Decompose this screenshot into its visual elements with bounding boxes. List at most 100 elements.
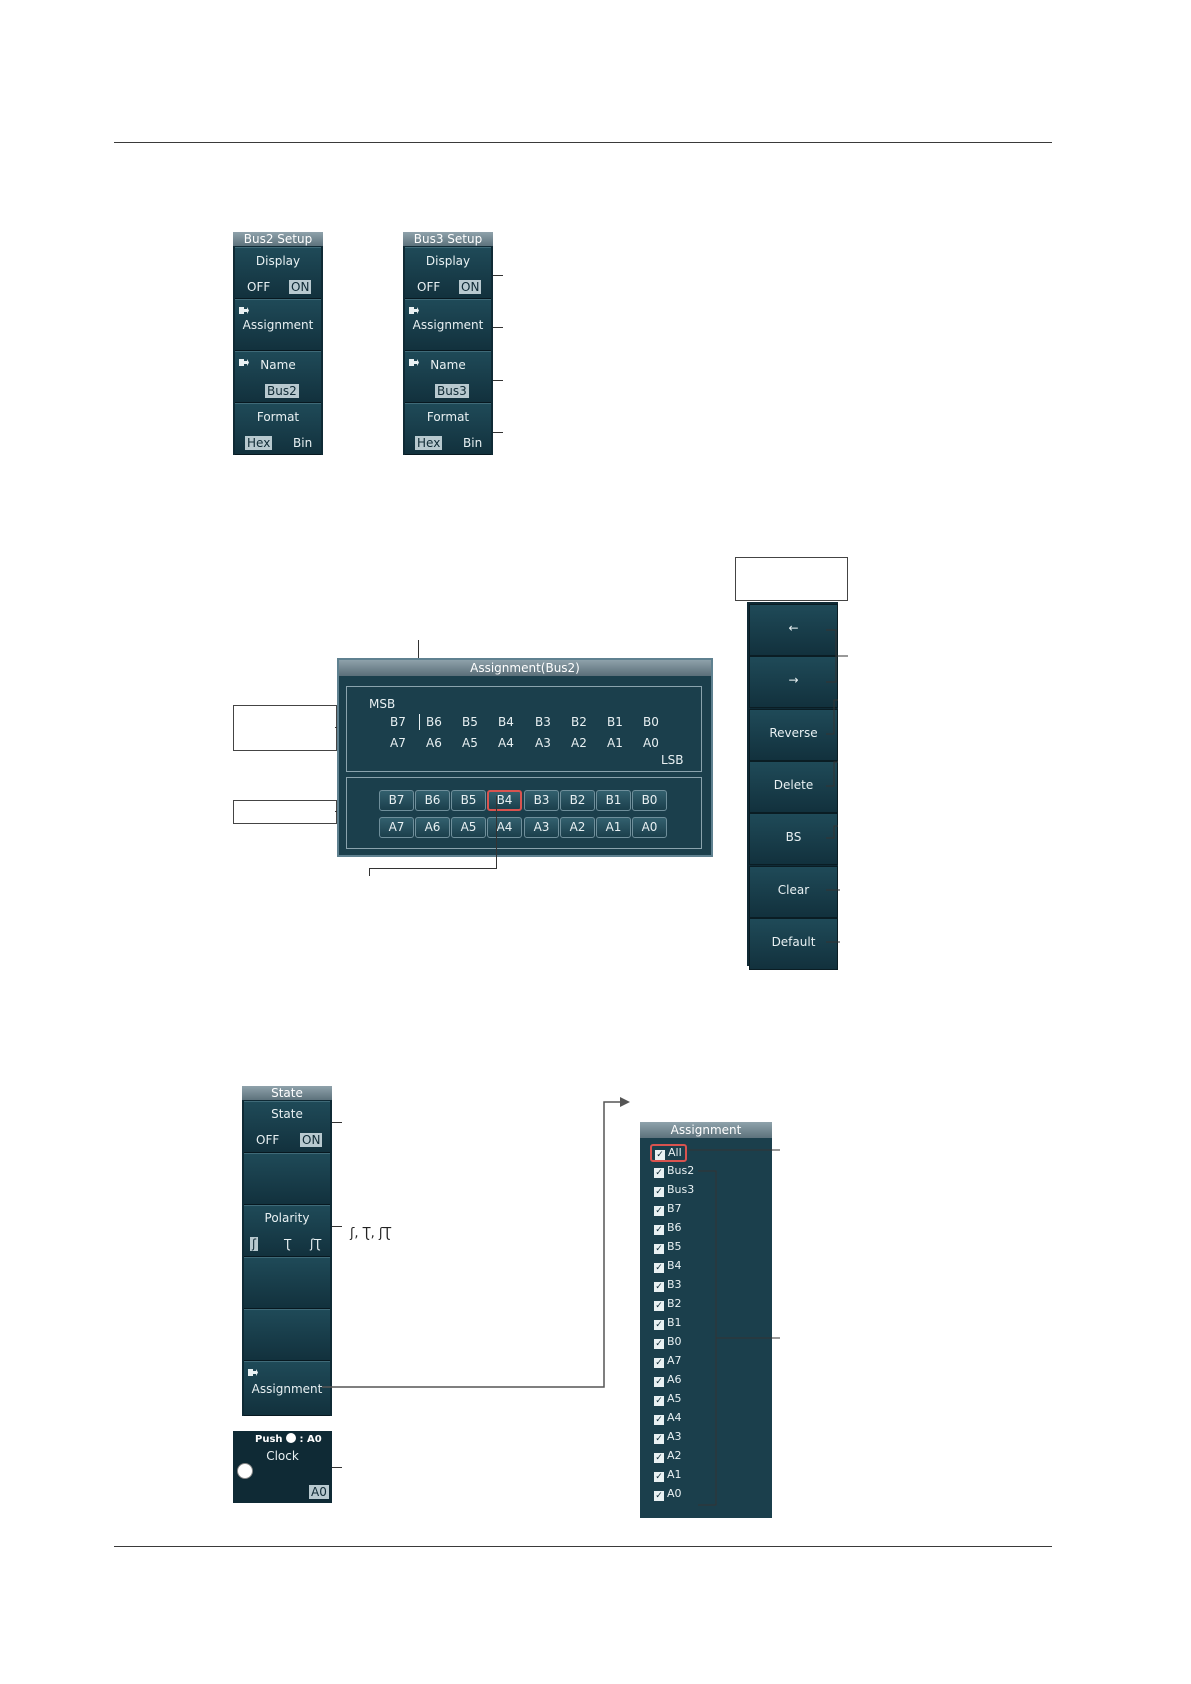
check-label: A4	[667, 1411, 682, 1424]
state-key[interactable]: State OFF ON	[244, 1101, 330, 1153]
bit-button-a6[interactable]: A6	[415, 817, 450, 838]
check-item-a1[interactable]: ✓A1	[654, 1468, 682, 1482]
check-item-b4[interactable]: ✓B4	[654, 1259, 682, 1273]
checkbox-checked-icon: ✓	[654, 1472, 664, 1482]
bit-label: B0	[643, 715, 659, 729]
check-item-b6[interactable]: ✓B6	[654, 1221, 682, 1235]
name-label: Name	[430, 358, 466, 372]
polarity-falling-option: Ʈ	[284, 1237, 292, 1251]
bit-button-a4[interactable]: A4	[487, 817, 522, 838]
bit-button-a1[interactable]: A1	[596, 817, 631, 838]
assignment-label: Assignment	[412, 318, 484, 332]
polarity-rising-symbol: ʃ	[350, 1226, 355, 1241]
selection-callout-line	[369, 868, 370, 876]
check-label: B3	[667, 1278, 682, 1291]
check-item-a6[interactable]: ✓A6	[654, 1373, 682, 1387]
callout-box	[735, 557, 848, 601]
check-item-b5[interactable]: ✓B5	[654, 1240, 682, 1254]
polarity-both-symbol: ʃƮ	[378, 1226, 392, 1241]
check-label: B5	[667, 1240, 682, 1253]
check-item-a0[interactable]: ✓A0	[654, 1487, 682, 1501]
bit-button-b3[interactable]: B3	[524, 790, 559, 811]
checkbox-checked-icon: ✓	[654, 1453, 664, 1463]
checkbox-checked-icon: ✓	[654, 1244, 664, 1254]
callout-box	[233, 800, 337, 824]
backspace-button[interactable]: BS	[749, 813, 838, 865]
name-key[interactable]: Name Bus2	[235, 351, 321, 403]
check-item-b0[interactable]: ✓B0	[654, 1335, 682, 1349]
reverse-button[interactable]: Reverse	[749, 709, 838, 761]
check-item-b7[interactable]: ✓B7	[654, 1202, 682, 1216]
format-hex-option: Hex	[245, 436, 273, 450]
bit-label: B4	[498, 715, 514, 729]
blank-key	[244, 1153, 330, 1205]
callout-line	[332, 1226, 342, 1227]
assignment-key[interactable]: Assignment	[235, 299, 321, 351]
checkbox-checked-icon: ✓	[654, 1225, 664, 1235]
polarity-key[interactable]: Polarity ʃ Ʈ ʃƮ	[244, 1205, 330, 1257]
bit-label: A4	[498, 736, 514, 750]
bit-button-b2[interactable]: B2	[560, 790, 595, 811]
bit-button-b5[interactable]: B5	[451, 790, 486, 811]
format-key[interactable]: Format Hex Bin	[235, 403, 321, 455]
bit-button-a3[interactable]: A3	[524, 817, 559, 838]
display-key[interactable]: Display OFF ON	[405, 247, 491, 299]
panel-title: State	[242, 1086, 332, 1100]
default-button[interactable]: Default	[749, 918, 838, 970]
dialog-title: Assignment(Bus2)	[339, 660, 711, 676]
assignment-checklist: Assignment ✓All ✓Bus2 ✓Bus3 ✓B7 ✓B6 ✓B5 …	[640, 1122, 772, 1518]
format-key[interactable]: Format Hex Bin	[405, 403, 491, 455]
bit-button-a0[interactable]: A0	[632, 817, 667, 838]
state-assignment-key[interactable]: Assignment	[244, 1361, 330, 1416]
bit-button-a7[interactable]: A7	[379, 817, 414, 838]
check-item-b1[interactable]: ✓B1	[654, 1316, 682, 1330]
clear-button[interactable]: Clear	[749, 866, 838, 918]
top-rule	[114, 142, 1052, 143]
cursor-right-button[interactable]: →	[749, 656, 838, 708]
bit-label: B3	[535, 715, 551, 729]
check-item-b2[interactable]: ✓B2	[654, 1297, 682, 1311]
bit-button-b4[interactable]: B4	[487, 790, 522, 811]
display-label: Display	[255, 254, 301, 268]
check-item-a2[interactable]: ✓A2	[654, 1449, 682, 1463]
bit-button-b0[interactable]: B0	[632, 790, 667, 811]
bit-button-b1[interactable]: B1	[596, 790, 631, 811]
check-item-bus3[interactable]: ✓Bus3	[654, 1183, 694, 1197]
submenu-icon	[248, 1369, 258, 1376]
check-item-b3[interactable]: ✓B3	[654, 1278, 682, 1292]
knob-icon	[286, 1433, 297, 1443]
callout-line	[493, 327, 503, 328]
display-off-option: OFF	[247, 280, 271, 294]
check-item-a3[interactable]: ✓A3	[654, 1430, 682, 1444]
checklist-title: Assignment	[640, 1122, 772, 1138]
bit-button-a2[interactable]: A2	[560, 817, 595, 838]
callout-box	[233, 705, 337, 751]
checkbox-checked-icon: ✓	[654, 1168, 664, 1178]
submenu-icon	[409, 307, 419, 314]
check-label: All	[668, 1146, 682, 1159]
polarity-rising-option: ʃ	[250, 1237, 259, 1251]
check-item-bus2[interactable]: ✓Bus2	[654, 1164, 694, 1178]
check-label: A1	[667, 1468, 682, 1481]
cursor-left-button[interactable]: ←	[749, 604, 838, 656]
format-hex-option: Hex	[415, 436, 443, 450]
bit-button-b6[interactable]: B6	[415, 790, 450, 811]
bit-button-b7[interactable]: B7	[379, 790, 414, 811]
bit-button-a5[interactable]: A5	[451, 817, 486, 838]
check-item-all[interactable]: ✓All	[650, 1144, 687, 1162]
check-label: A0	[667, 1487, 682, 1500]
name-key[interactable]: Name Bus3	[405, 351, 491, 403]
assignment-key[interactable]: Assignment	[405, 299, 491, 351]
clock-key[interactable]: Push : A0 Clock A0	[233, 1431, 332, 1503]
bit-label: B2	[571, 715, 587, 729]
bit-label: B1	[607, 715, 623, 729]
check-item-a4[interactable]: ✓A4	[654, 1411, 682, 1425]
display-key[interactable]: Display OFF ON	[235, 247, 321, 299]
bus2-setup-panel: Bus2 Setup Display OFF ON Assignment Nam…	[233, 232, 323, 455]
check-item-a5[interactable]: ✓A5	[654, 1392, 682, 1406]
delete-button[interactable]: Delete	[749, 761, 838, 813]
checklist-callout-lines	[688, 1149, 780, 1506]
check-item-a7[interactable]: ✓A7	[654, 1354, 682, 1368]
format-bin-option: Bin	[463, 436, 483, 450]
assignment-label: Assignment	[251, 1382, 323, 1396]
